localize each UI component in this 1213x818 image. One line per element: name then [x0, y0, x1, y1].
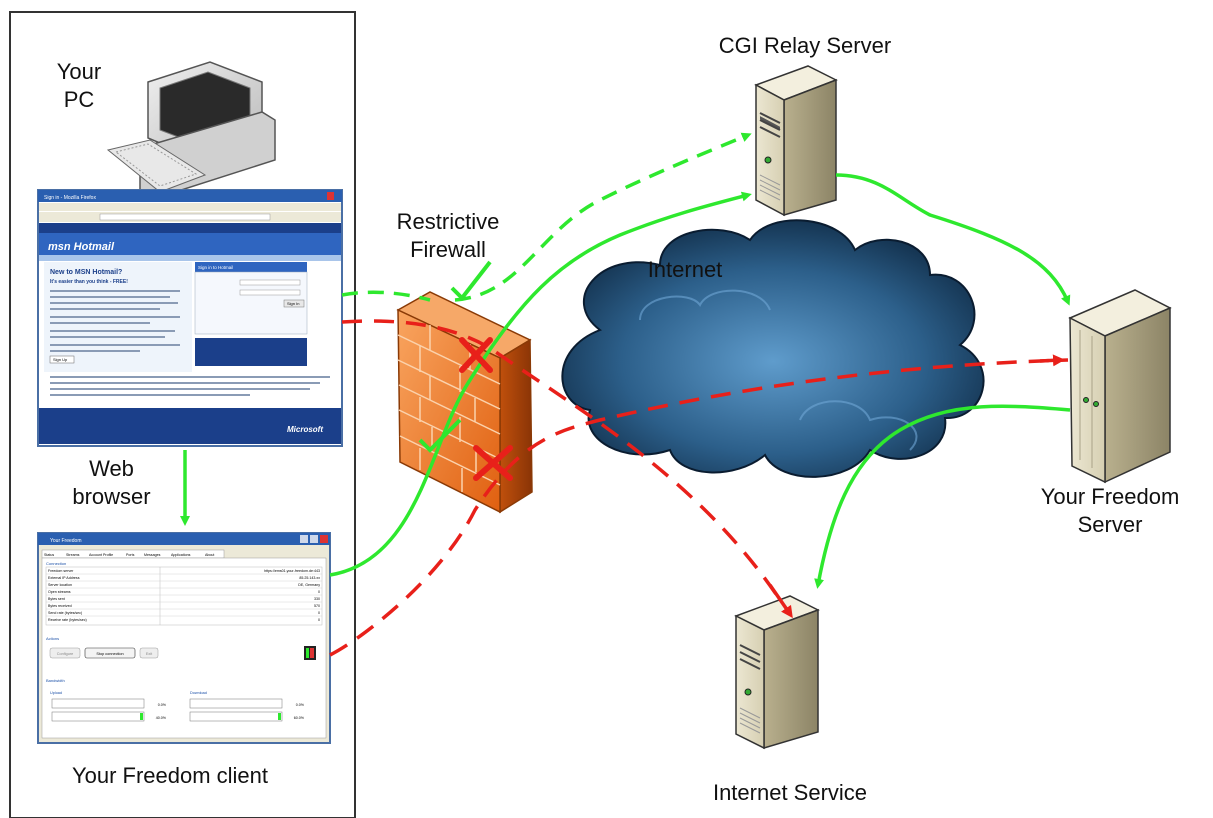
client-tab-account-profile: Account Profile	[89, 553, 113, 557]
red-arrowhead-service	[768, 584, 793, 619]
client-row-key: Bytes sent	[48, 597, 65, 601]
client-to-cgi-green-line	[329, 191, 752, 577]
yf-server-to-service-green-line	[814, 404, 1071, 589]
client-configure-button: Configure	[57, 652, 73, 656]
client-download-pct: 60.0%	[294, 716, 305, 720]
firewall-check-mark-middle	[418, 418, 462, 453]
client-download-pct: 0.0%	[296, 703, 305, 707]
client-section-bandwidth: Bandwidth	[46, 678, 65, 683]
allowed-connection-paths	[329, 132, 1071, 589]
internet-cloud-icon	[561, 219, 985, 478]
label-yf-server-line1: Your Freedom	[1040, 484, 1180, 509]
client-status-indicator	[304, 646, 316, 660]
client-upload-pct: 40.0%	[156, 716, 167, 720]
client-tab-about: About	[205, 553, 214, 557]
red-arrowhead-yf-server	[1039, 354, 1065, 367]
freedom-client-screenshot: Your Freedom Status Streams Account Prof…	[37, 532, 331, 744]
firewall-block-mark-bottom	[473, 445, 513, 481]
browser-brand: msn Hotmail	[48, 241, 115, 253]
firewall-block-mark-top	[459, 337, 493, 373]
client-row-key: Freedom server	[48, 569, 74, 573]
browser-to-firewall-green-dashed	[341, 290, 431, 302]
browser-heading: New to MSN Hotmail?	[50, 269, 122, 276]
browser-title: Sign in - Mozilla Firefox	[44, 195, 96, 201]
label-yf-server-line2: Server	[1077, 512, 1143, 537]
firewall-to-cgi-green-dashed	[454, 132, 752, 302]
client-row-key: Open streams	[48, 590, 71, 594]
label-internet-service: Internet Service	[712, 780, 868, 805]
client-title: Your Freedom	[50, 538, 82, 544]
cgi-relay-server-icon	[754, 65, 838, 217]
label-cgi-relay-server: CGI Relay Server	[718, 33, 892, 58]
client-upload-label: Upload	[50, 691, 62, 695]
client-row-value: 330	[314, 597, 320, 601]
client-tab-applications: Applications	[171, 553, 191, 557]
browser-signin-header: Sign in to Hotmail	[198, 265, 233, 270]
client-row-value: 0	[318, 618, 320, 622]
blocked-connection-paths	[329, 319, 1069, 657]
label-your-pc: Your PC	[44, 58, 114, 114]
label-your-pc-line1: Your	[56, 59, 102, 84]
client-upload-pct: 0.0%	[158, 703, 167, 707]
client-row-key: External IP Address	[48, 576, 80, 580]
label-internet: Internet	[647, 257, 723, 282]
web-browser-screenshot: msn Hotmail New to MSN Hotmail? It's eas…	[37, 189, 343, 447]
label-firewall-line2: Firewall	[410, 237, 486, 262]
label-web-browser: Web browser	[64, 455, 159, 511]
client-section-actions: Actions	[46, 636, 59, 641]
client-row-value: 0	[318, 611, 320, 615]
client-row-key: Receive rate (bytes/sec)	[48, 618, 87, 622]
client-row-value: 85.25.143.xx	[299, 576, 320, 580]
your-freedom-server-icon	[1068, 289, 1172, 484]
browser-subheading: It's easier than you think - FREE!	[50, 279, 128, 285]
client-row-value: DE, Germany	[298, 583, 320, 587]
label-web-browser-line1: Web	[89, 456, 134, 481]
client-exit-button: Exit	[146, 652, 153, 656]
client-to-yf-server-red-dashed	[329, 358, 1069, 657]
label-web-browser-line2: browser	[72, 484, 151, 509]
client-row-value: 0	[318, 590, 320, 594]
internet-service-server-icon	[734, 595, 820, 750]
browser-to-service-red-dashed	[341, 319, 782, 601]
label-your-pc-line2: PC	[63, 87, 95, 112]
label-firewall-line1: Restrictive	[396, 209, 500, 234]
client-row-key: Send rate (bytes/sec)	[48, 611, 82, 615]
client-tab-messages: Messages	[144, 553, 161, 557]
browser-footer-brand: Microsoft	[287, 425, 323, 434]
client-tab-ports: Ports	[126, 553, 135, 557]
label-your-freedom-server: Your Freedom Server	[1020, 483, 1200, 539]
client-section-connection: Connection	[46, 561, 66, 566]
client-stop-button: Stop connection	[96, 652, 123, 656]
client-tab-streams: Streams	[66, 553, 80, 557]
browser-signin-button: Sign In	[287, 301, 299, 306]
client-row-key: Server location	[48, 583, 72, 587]
client-download-label: Download	[190, 691, 207, 695]
client-row-value: 570	[314, 604, 320, 608]
label-freedom-client: Your Freedom client	[71, 763, 269, 788]
client-row-key: Bytes received	[48, 604, 72, 608]
pc-boundary-box	[9, 11, 356, 818]
client-tab-status: Status	[44, 553, 54, 557]
label-firewall: Restrictive Firewall	[383, 208, 513, 264]
pc-icon	[106, 61, 276, 201]
firewall-check-mark-top	[450, 260, 492, 302]
cgi-to-yf-server-green-line	[835, 173, 1071, 306]
client-row-value: https://ems01.your-freedom.de:443	[264, 569, 320, 573]
browser-signup-button: Sign Up	[53, 357, 68, 362]
